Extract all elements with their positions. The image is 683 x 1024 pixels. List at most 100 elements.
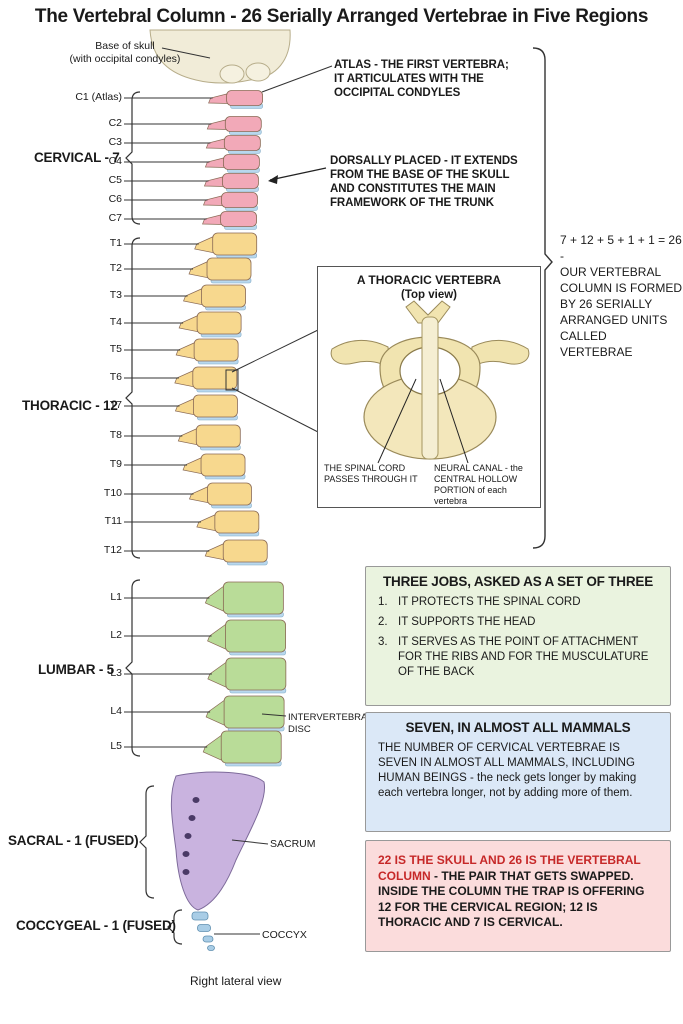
list-item-number: 1. [378, 596, 388, 608]
lumbar-vertebra-5 [220, 730, 282, 764]
sum-note-line: 7 + 12 + 5 + 1 + 1 = 26 - [560, 233, 682, 263]
swap-note-box: 22 IS THE SKULL AND 26 IS THE VERTEBRAL … [365, 840, 671, 952]
spinal-cord-label-line: PASSES THROUGH IT [324, 474, 418, 484]
occipital-condyle [219, 64, 245, 84]
region-label-cervical: CERVICAL - 7 [34, 150, 120, 165]
thoracic-bracket [125, 237, 141, 559]
dorsal-note-line: AND CONSTITUTES THE MAIN [330, 183, 496, 195]
thoracic-vertebra-9 [200, 453, 246, 477]
cervical-vertebra-2 [224, 116, 262, 132]
neural-canal-label-line: CENTRAL HOLLOW [434, 474, 518, 484]
lumbar-vertebra-1 [222, 581, 284, 615]
dorsal-note-line: FROM THE BASE OF THE SKULL [330, 169, 510, 181]
sum-note-line: ARRANGED UNITS [560, 313, 668, 327]
thoracic-vertebra-3 [201, 284, 246, 308]
vertebra-label-cervical: C5 [108, 174, 122, 186]
lumbar-vertebra-2 [225, 619, 286, 653]
cervical-vertebra-1 [226, 90, 264, 106]
coccyx-segment [191, 911, 209, 921]
coccyx-label: COCCYX [262, 929, 307, 941]
vertebra-label-lumbar: L2 [110, 629, 122, 641]
vertebra-label-thoracic: T5 [109, 343, 122, 355]
sacral-bracket [139, 785, 155, 899]
lumbar-vertebra-3 [225, 657, 287, 691]
thoracic-vertebra-5 [193, 338, 239, 362]
cervical-vertebra-3 [223, 135, 261, 151]
thoracic-vertebra-12 [222, 539, 268, 563]
vertebra-label-thoracic: T4 [109, 316, 122, 328]
neural-canal-label: NEURAL CANAL - the CENTRAL HOLLOW PORTIO… [434, 463, 540, 507]
sacral-foramen [192, 797, 200, 803]
list-item-number: 3. [378, 636, 388, 648]
atlas-note: ATLAS - THE FIRST VERTEBRA; IT ARTICULAT… [334, 58, 534, 100]
sum-note-line: CALLED VERTEBRAE [560, 329, 633, 359]
list-item-text: IT SERVES AS THE POINT OF ATTACHMENT FOR… [398, 636, 649, 678]
swap-note-body: - THE PAIR THAT GETS SWAPPED. INSIDE THE… [378, 868, 645, 930]
swap-note-text: 22 IS THE SKULL AND 26 IS THE VERTEBRAL … [366, 841, 670, 931]
dorsal-leader-line [269, 167, 327, 181]
vertebra-label-lumbar: L1 [110, 591, 122, 603]
sum-note-line: OUR VERTEBRAL [560, 265, 662, 279]
vertebra-label-lumbar: L4 [110, 705, 122, 717]
region-label-coccygeal: COCCYGEAL - 1 (FUSED) [16, 918, 176, 933]
inset-connector-line [231, 387, 319, 433]
cervical-bracket [125, 91, 141, 225]
vertebra-label-cervical: C7 [108, 212, 122, 224]
inset-title: A THORACIC VERTEBRA [356, 273, 502, 287]
cervical-vertebra-7 [220, 211, 257, 227]
page-title: The Vertebral Column - 26 Serially Arran… [34, 6, 649, 27]
lumbar-bracket [125, 579, 141, 757]
vertebra-label-thoracic: T9 [109, 458, 122, 470]
seven-mammals-title: SEVEN, IN ALMOST ALL MAMMALS [405, 720, 631, 735]
atlas-note-line: ATLAS - THE FIRST VERTEBRA; [334, 59, 509, 71]
dorsal-note: DORSALLY PLACED - IT EXTENDS FROM THE BA… [330, 154, 540, 210]
leader-lines [124, 47, 333, 935]
thoracic-vertebra-10 [207, 482, 252, 506]
thoracic-vertebra-2 [206, 257, 252, 281]
sum-note-line: BY 26 SERIALLY [560, 297, 653, 311]
coccyx-segment [202, 935, 214, 943]
coccyx-segment [207, 945, 215, 951]
sacrum-label: SACRUM [270, 838, 316, 850]
list-item-text: IT SUPPORTS THE HEAD [398, 616, 536, 628]
thoracic-vertebra-1 [212, 232, 258, 256]
coccygeal-bracket [167, 909, 183, 945]
three-jobs-title: THREE JOBS, ASKED AS A SET OF THREE [382, 574, 654, 589]
sacrum [170, 771, 266, 911]
vertebra-label-thoracic: T6 [109, 371, 122, 383]
swap-note-highlight: 22 IS THE SKULL AND 26 IS THE VERTEBRAL … [378, 853, 641, 883]
occipital-condyle [245, 62, 271, 82]
inset-connector-line [231, 329, 319, 373]
atlas-leader-line [261, 65, 333, 93]
spinal-cord-label: THE SPINAL CORD PASSES THROUGH IT [324, 463, 418, 485]
disc-leader-line [261, 713, 287, 717]
vertebra-label-thoracic: T12 [103, 544, 122, 556]
thoracic-vertebra-inset: A THORACIC VERTEBRA (Top view) THE SPINA… [317, 266, 541, 508]
skull-leader-line [161, 47, 211, 59]
vertebra-label-thoracic: T2 [109, 262, 122, 274]
disc-label-line: INTERVERTEBRAL [288, 712, 373, 723]
thoracic-vertebra-7 [193, 394, 238, 418]
list-item-number: 2. [378, 616, 388, 628]
list-item: 1.IT PROTECTS THE SPINAL CORD [378, 595, 662, 610]
vertebra-label-cervical: C2 [108, 117, 122, 129]
vertebra-label-cervical: C4 [108, 155, 122, 167]
highlighted-vertebra-marker [225, 369, 239, 391]
vertebra-label-thoracic: T1 [109, 237, 122, 249]
sacral-foramen [184, 833, 192, 839]
cervical-vertebra-5 [222, 173, 259, 189]
cervical-vertebra-6 [221, 192, 258, 208]
cervical-vertebra-4 [222, 154, 260, 170]
seven-mammals-box: SEVEN, IN ALMOST ALL MAMMALS THE NUMBER … [365, 712, 671, 832]
thoracic-vertebra-4 [196, 311, 242, 335]
seven-mammals-text: THE NUMBER OF CERVICAL VERTEBRAE IS SEVE… [378, 742, 637, 799]
region-label-sacral: SACRAL - 1 (FUSED) [8, 833, 139, 848]
sum-note: 7 + 12 + 5 + 1 + 1 = 26 - OUR VERTEBRAL … [560, 232, 682, 360]
region-label-lumbar: LUMBAR - 5 [38, 662, 114, 677]
atlas-note-line: IT ARTICULATES WITH THE [334, 73, 484, 85]
vertebra-label-lumbar: L5 [110, 740, 122, 752]
dorsal-note-line: DORSALLY PLACED - IT EXTENDS [330, 155, 518, 167]
sacrum-leader-line [231, 839, 269, 845]
spine-layer [125, 29, 553, 951]
